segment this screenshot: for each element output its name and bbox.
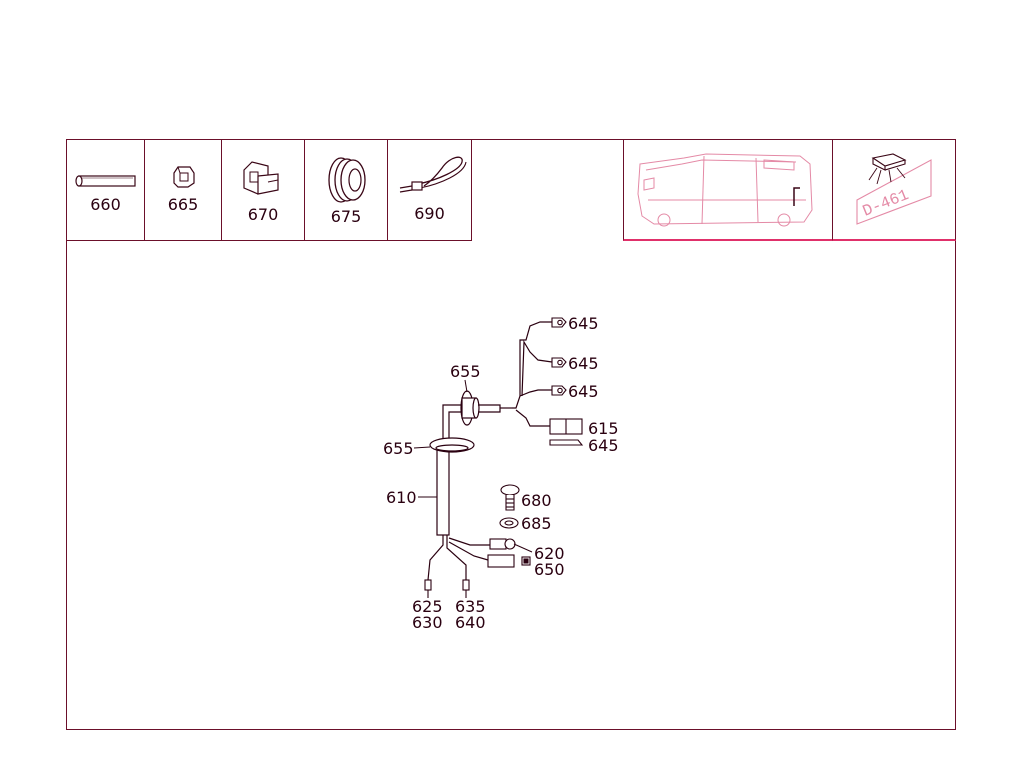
grommet-icon (328, 157, 366, 203)
callout-630: 630 (412, 613, 443, 632)
part-number: 675 (330, 207, 362, 226)
connector-housing-icon (243, 161, 279, 195)
callout-655: 655 (383, 439, 414, 458)
part-number: 690 (414, 204, 445, 223)
part-number: 660 (90, 195, 121, 214)
cable-sleeve-icon (75, 175, 136, 187)
dataplate-icon: D-461 (856, 153, 932, 225)
part-cell-660[interactable]: 660 (66, 139, 145, 241)
callout-635: 635 (455, 597, 486, 616)
callout-680: 680 (521, 491, 552, 510)
callout-685: 685 (521, 514, 552, 533)
part-number: 665 (167, 195, 199, 214)
callout-625: 625 (412, 597, 443, 616)
vehicle-locator-cell (623, 139, 833, 241)
callout-610: 610 (386, 488, 417, 507)
cable-tie-icon (399, 156, 467, 193)
clip-icon (173, 166, 195, 188)
callout-615: 615 (588, 419, 619, 438)
part-number: 670 (247, 205, 279, 224)
callout-645: 645 (568, 382, 599, 401)
diagram-frame (66, 139, 956, 730)
callout-640: 640 (455, 613, 486, 632)
vehicle-outline-icon (637, 153, 813, 227)
callout-620: 620 (534, 544, 565, 563)
part-cell-670[interactable]: 670 (221, 139, 305, 241)
callout-645: 645 (568, 354, 599, 373)
callout-645: 645 (568, 314, 599, 333)
callout-655: 655 (450, 362, 481, 381)
dataplate-locator-cell: D-461 (832, 139, 956, 241)
part-cell-690[interactable]: 690 (387, 139, 472, 241)
callout-650: 650 (534, 560, 565, 579)
callout-645: 645 (588, 436, 619, 455)
